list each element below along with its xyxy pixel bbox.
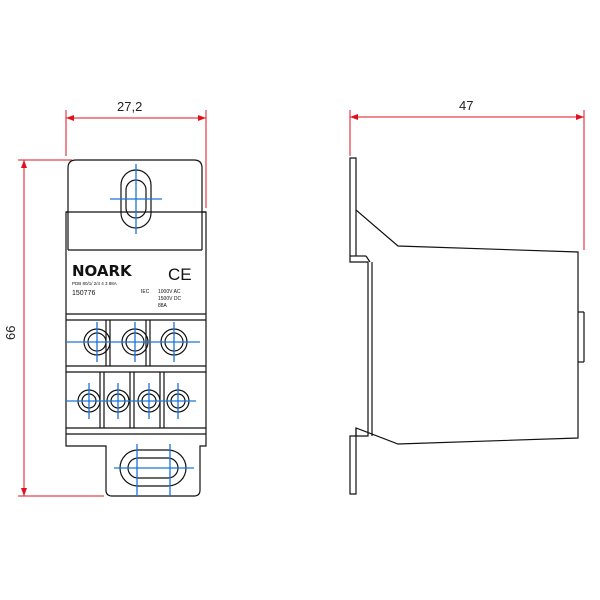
product-description: PDB 80/1/ 2/4 4 3 88A bbox=[72, 281, 117, 286]
depth-dimension-label: 47 bbox=[459, 98, 473, 113]
product-label: NOARK CE PDB 80/1/ 2/4 4 3 88A 150776 IE… bbox=[72, 262, 192, 309]
width-dimension-label: 27,2 bbox=[117, 99, 142, 114]
rating-header: IEC bbox=[141, 289, 150, 295]
side-body-outline bbox=[349, 157, 579, 495]
rating-2: 1500V DC bbox=[158, 296, 181, 302]
side-view bbox=[349, 157, 585, 495]
height-dimension-label: 66 bbox=[3, 326, 18, 340]
front-centerlines bbox=[66, 164, 200, 496]
rating-1: 1000V AC bbox=[158, 289, 181, 295]
rating-3: 88A bbox=[158, 303, 168, 309]
part-number: 150776 bbox=[72, 290, 95, 297]
front-dimensions bbox=[18, 110, 207, 497]
brand-logo: NOARK bbox=[72, 262, 133, 280]
ce-mark: CE bbox=[168, 265, 192, 284]
front-body-outline bbox=[65, 159, 207, 497]
side-dimensions bbox=[349, 110, 585, 250]
